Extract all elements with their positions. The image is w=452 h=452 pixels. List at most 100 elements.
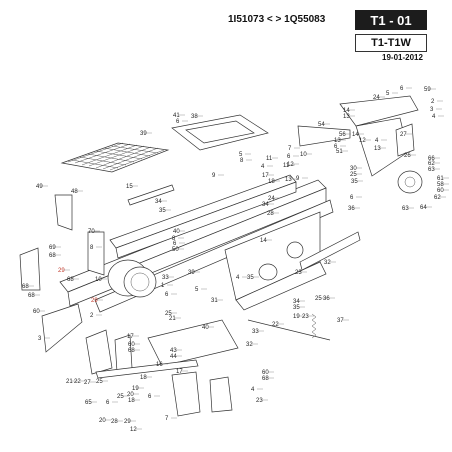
callout-2: 2: [431, 99, 435, 105]
callout-60: 60: [437, 188, 444, 194]
callout-15: 15: [126, 184, 133, 190]
callout-32: 32: [324, 260, 331, 266]
callout-27: 27: [400, 132, 407, 138]
callout-7: 7: [288, 146, 292, 152]
callout-34: 34: [262, 202, 269, 208]
revision-date: 19-01-2012: [382, 53, 423, 62]
callout-8: 8: [240, 158, 244, 164]
callout-54: 54: [318, 122, 325, 128]
callout-20: 20: [99, 418, 106, 424]
callout-11: 11: [266, 156, 273, 162]
callout-28: 28: [267, 211, 274, 217]
callout-14: 14: [343, 108, 350, 114]
callout-62: 62: [434, 195, 441, 201]
callout-58: 58: [437, 182, 444, 188]
callout-5: 5: [239, 152, 243, 158]
callout-35: 35: [247, 275, 254, 281]
callout-60: 60: [128, 342, 135, 348]
callout-11: 11: [283, 163, 290, 169]
callout-35: 35: [293, 305, 300, 311]
callout-4: 4: [261, 164, 265, 170]
callout-36: 36: [348, 206, 355, 212]
callout-17: 17: [127, 334, 134, 340]
callout-23: 23: [295, 270, 302, 276]
callout-24: 24: [373, 95, 380, 101]
callout-68: 68: [128, 348, 135, 354]
mesh-grille-panel: [60, 142, 170, 173]
callout-18: 18: [128, 398, 135, 404]
callout-9: 9: [296, 176, 300, 182]
callout-70: 70: [88, 229, 95, 235]
callout-68: 68: [28, 293, 35, 299]
right-hub: [397, 170, 423, 194]
callout-6: 6: [165, 292, 169, 298]
callout-26: 26: [404, 153, 411, 159]
callout-23: 23: [256, 398, 263, 404]
callout-12: 12: [359, 138, 366, 144]
callout-60: 60: [33, 309, 40, 315]
callout-39: 39: [188, 270, 195, 276]
callout-22: 22: [74, 379, 81, 385]
callout-33: 33: [162, 275, 169, 281]
callout-18: 18: [268, 179, 275, 185]
callout-59: 59: [424, 87, 431, 93]
callout-14: 14: [352, 132, 359, 138]
callout-65: 65: [85, 400, 92, 406]
callout-20: 20: [127, 392, 134, 398]
callout-50: 50: [172, 247, 179, 253]
callout-4: 4: [251, 387, 255, 393]
callout-25: 25: [117, 394, 124, 400]
callout-3: 3: [38, 336, 42, 342]
callout-13: 13: [334, 138, 341, 144]
callout-31: 31: [211, 298, 218, 304]
callout-33: 33: [252, 329, 259, 335]
callout-25: 25: [315, 296, 322, 302]
callout-41: 41: [173, 113, 180, 119]
callout-64: 64: [420, 205, 427, 211]
callout-19: 19: [132, 386, 139, 392]
callout-16: 16: [156, 362, 163, 368]
callout-21: 21: [66, 379, 73, 385]
callout-68: 68: [22, 284, 29, 290]
callout-8: 8: [90, 245, 94, 251]
callout-66: 66: [428, 156, 435, 162]
callout-18: 18: [140, 375, 147, 381]
callout-25: 25: [350, 172, 357, 178]
callout-25: 25: [165, 311, 172, 317]
callout-19: 19: [293, 314, 300, 320]
callout-6: 6: [148, 394, 152, 400]
callout-40: 40: [202, 325, 209, 331]
section-code-badge: T1 - 01: [355, 10, 427, 30]
callout-2: 2: [90, 313, 94, 319]
callout-68: 68: [49, 253, 56, 259]
callout-36: 36: [323, 296, 330, 302]
callout-34: 34: [155, 199, 162, 205]
callout-21: 21: [169, 316, 176, 322]
callout-28: 28: [111, 419, 118, 425]
callout-56: 56: [339, 132, 346, 138]
callout-60: 60: [262, 370, 269, 376]
callout-5: 5: [195, 287, 199, 293]
callout-35: 35: [351, 179, 358, 185]
callout-6: 6: [400, 86, 404, 92]
hub-housing: [107, 259, 157, 298]
callout-4: 4: [375, 138, 379, 144]
callout-63: 63: [428, 167, 435, 173]
callout-29: 29: [58, 268, 65, 274]
callout-35: 35: [159, 208, 166, 214]
side-strip: [299, 231, 361, 271]
callout-34: 34: [293, 299, 300, 305]
callout-6: 6: [176, 119, 180, 125]
rod-spring: [247, 313, 331, 341]
callout-62: 62: [428, 161, 435, 167]
callout-6: 6: [287, 154, 291, 160]
callout-29: 29: [124, 419, 131, 425]
callout-4: 4: [236, 275, 240, 281]
callout-13: 13: [374, 146, 381, 152]
left-brackets: [19, 194, 105, 353]
callout-5: 5: [386, 91, 390, 97]
callout-3: 3: [430, 107, 434, 113]
callout-4: 4: [432, 114, 436, 120]
